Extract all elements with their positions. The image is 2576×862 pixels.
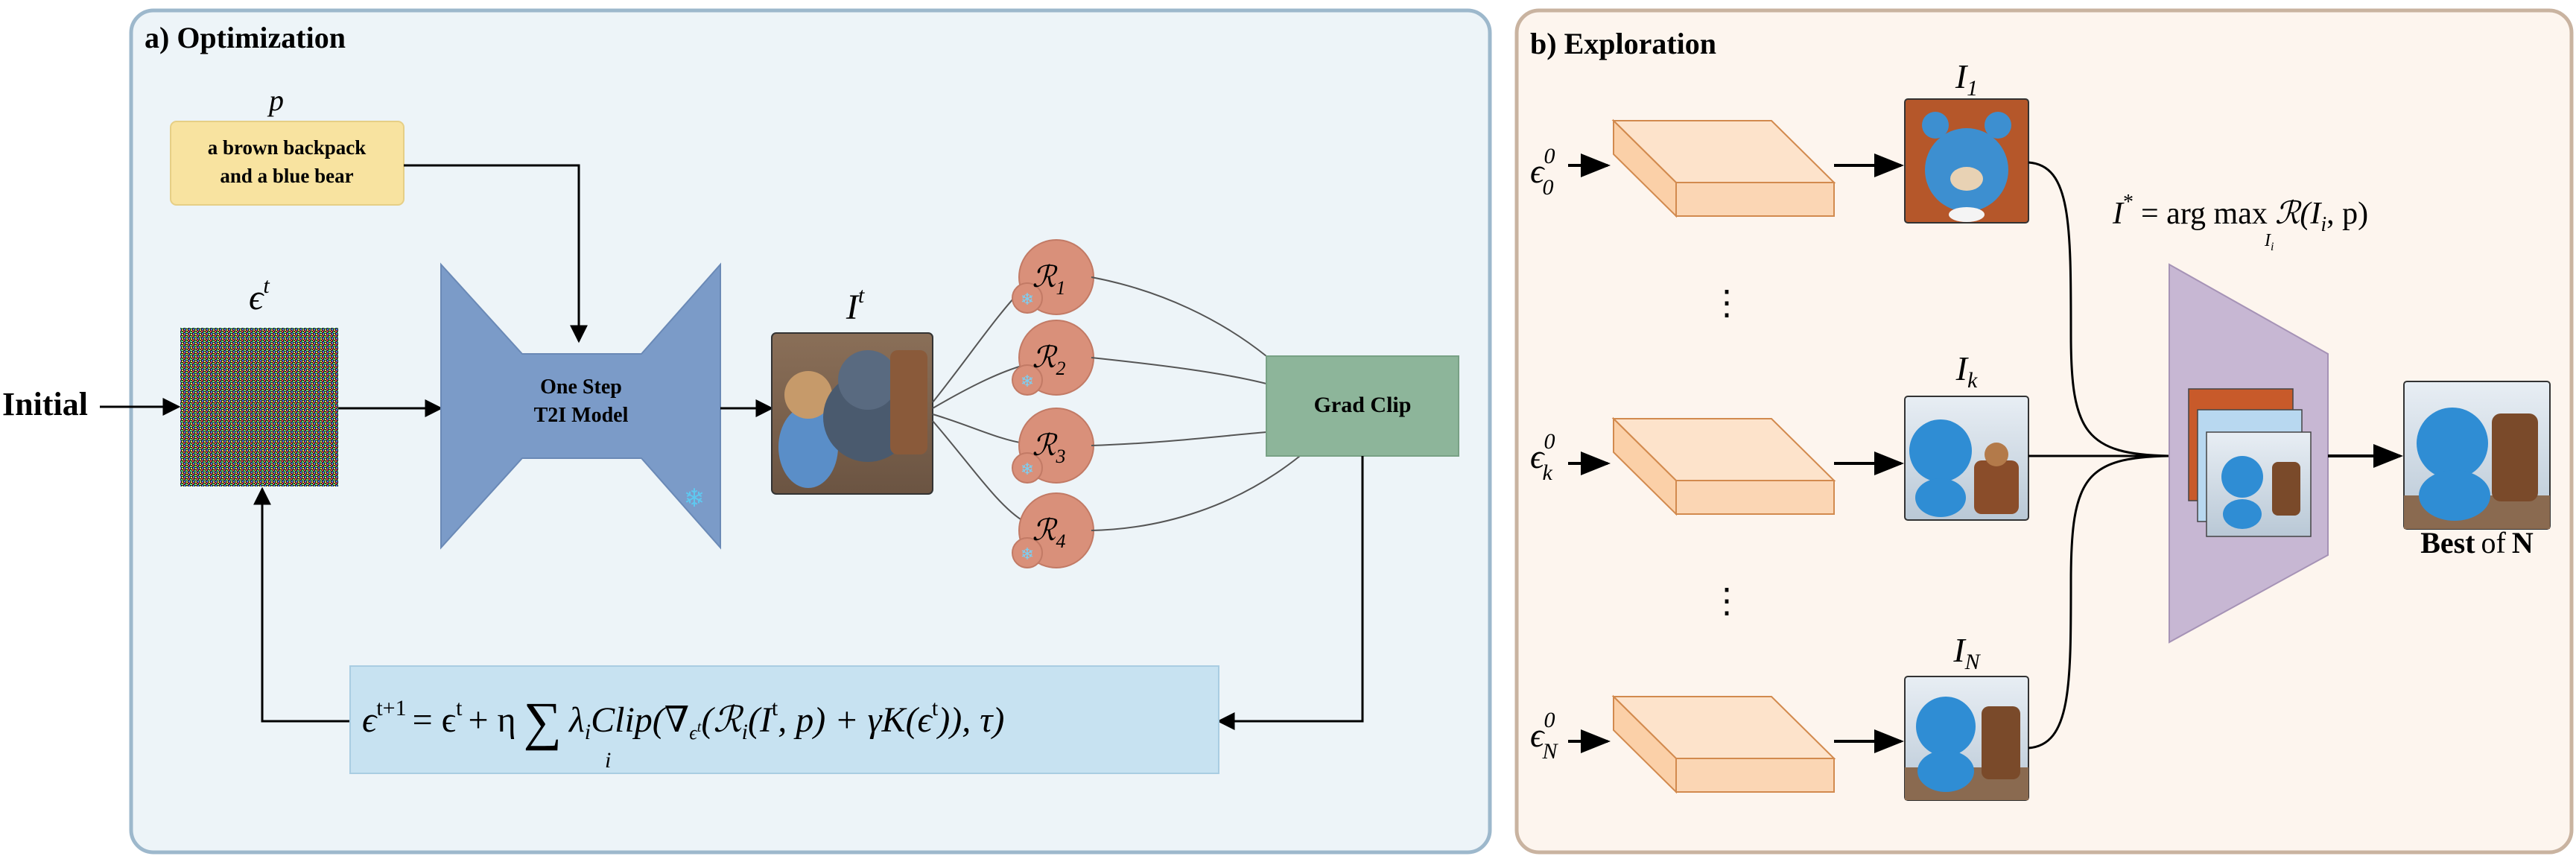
- generated-image-label: It: [846, 283, 865, 327]
- prompt-text-line2: and a blue bear: [220, 165, 353, 187]
- reward-2-snowflake-icon: ❄: [1021, 372, 1034, 390]
- noise-image: [180, 328, 338, 487]
- update-equation-sum-index: i: [605, 748, 611, 773]
- initial-label: Initial: [2, 386, 88, 422]
- selector-image-stack: [2188, 388, 2312, 537]
- update-equation: ϵt+1= ϵt+ η∑λiClip(∇ϵt(ℛi(It, p) + γK(ϵt…: [362, 691, 1004, 751]
- reward-to-gradclip-links: [1091, 276, 1301, 531]
- reward-4-snowflake-icon: ❄: [1021, 545, 1034, 563]
- reward-4: ❄ ℛ4: [1012, 492, 1094, 568]
- panel-b-title: b) Exploration: [1530, 27, 1716, 60]
- reward-3-snowflake-icon: ❄: [1021, 460, 1034, 478]
- noise-slab-k: [1611, 416, 1836, 516]
- images-to-selector-links: [2028, 161, 2170, 750]
- noise-eps-t-symbol: ϵt: [249, 273, 270, 317]
- gradclip-to-update-arrow: [1216, 456, 1364, 730]
- one-step-t2i-model: [440, 262, 721, 550]
- panel-b-frame: [1514, 8, 2574, 855]
- reward-1-snowflake-icon: ❄: [1021, 290, 1034, 308]
- update-equation-box: [349, 665, 1219, 774]
- image-ik: [1904, 396, 2029, 521]
- generated-image: [771, 332, 933, 495]
- prompt-text-line1: a brown backpack: [208, 136, 367, 159]
- image-ik-label: Ik: [1955, 349, 1978, 393]
- prompt-arrow: [404, 164, 588, 343]
- prompt-box: [170, 121, 405, 206]
- image-in: [1904, 676, 2029, 801]
- reward-1: ❄ ℛ1: [1012, 239, 1094, 315]
- reward-3-label: ℛ3: [1032, 428, 1066, 467]
- prompt-symbol: p: [267, 83, 284, 117]
- dots-1: ⋮: [1710, 284, 1744, 322]
- grad-clip-label: Grad Clip: [1314, 393, 1412, 417]
- reward-4-label: ℛ4: [1032, 513, 1066, 552]
- reward-3: ❄ ℛ3: [1012, 408, 1094, 484]
- argmax-subscript: Ii: [2264, 231, 2274, 253]
- reward-1-label: ℛ1: [1032, 260, 1066, 299]
- image-in-label: IN: [1952, 631, 1981, 674]
- model-label-line2: T2I Model: [534, 404, 629, 427]
- grad-clip-box: [1266, 355, 1459, 457]
- best-image: [2403, 381, 2551, 530]
- model-label-line1: One Step: [540, 375, 622, 399]
- update-to-noise-arrow: [253, 487, 350, 723]
- panel-optimization: a) Optimization p a brown backpack and a…: [2, 8, 1492, 855]
- noise-slab-0: [1611, 118, 1836, 218]
- noise-slab-n: [1611, 694, 1836, 794]
- dots-2: ⋮: [1710, 582, 1744, 620]
- frozen-snowflake-icon: ❄: [684, 485, 705, 513]
- image-i1-label: I1: [1955, 57, 1978, 101]
- reward-2-label: ℛ2: [1032, 340, 1066, 379]
- image-i1: [1904, 98, 2029, 224]
- panel-a-title: a) Optimization: [145, 21, 346, 54]
